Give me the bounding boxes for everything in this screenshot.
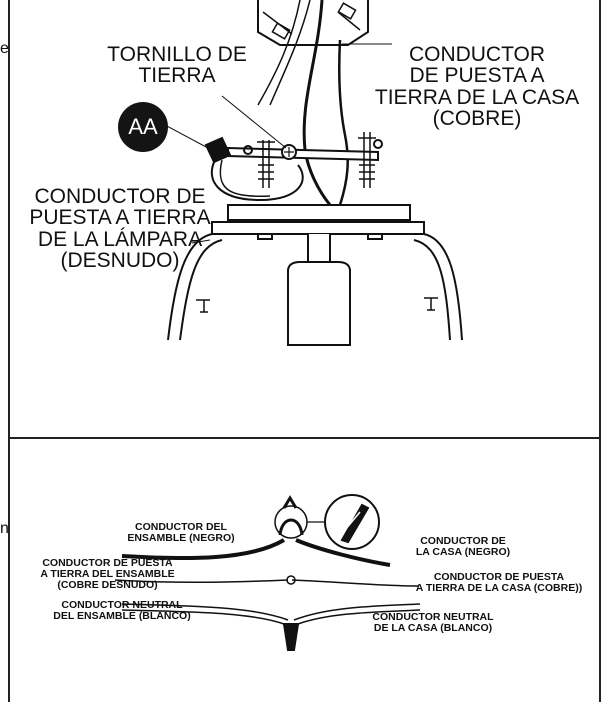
mounting-screws xyxy=(243,132,383,188)
lamp-socket xyxy=(287,261,351,346)
edge-letter-bottom: n xyxy=(0,520,9,537)
label-neutral-casa: CONDUCTOR NEUTRAL DE LA CASA (BLANCO) xyxy=(372,611,494,635)
fixture-canopy xyxy=(227,204,411,221)
label-ensamble-negro: CONDUCTOR DEL ENSAMBLE (NEGRO) xyxy=(127,521,235,545)
house-ground-wire xyxy=(302,0,332,206)
edge-letter-top: e xyxy=(0,40,9,57)
neutral-wire-house xyxy=(293,603,421,621)
black-wire-house xyxy=(295,538,391,567)
ground-wire-house xyxy=(291,579,419,587)
black-wire-assembly xyxy=(121,538,286,561)
ground-wire-assembly xyxy=(114,579,289,584)
label-tornillo-de-tierra: TORNILLO DE TIERRA xyxy=(107,43,247,88)
diagram-frame xyxy=(8,0,601,702)
label-tierra-ensamble: CONDUCTOR DE PUESTA A TIERRA DEL ENSAMBL… xyxy=(40,557,175,592)
neutral-wire-assembly xyxy=(121,603,289,621)
label-conductor-casa: CONDUCTOR DE PUESTA A TIERRA DE LA CASA … xyxy=(374,43,580,131)
panel-divider xyxy=(8,437,599,439)
label-conductor-lampara: CONDUCTOR DE PUESTA A TIERRA DE LA LÁMPA… xyxy=(29,185,211,273)
label-neutral-ensamble: CONDUCTOR NEUTRAL DEL ENSAMBLE (BLANCO) xyxy=(53,599,191,623)
fixture-illustration xyxy=(164,0,463,346)
fixture-ground-wire xyxy=(210,159,304,202)
label-casa-negro: CONDUCTOR DE LA CASA (NEGRO) xyxy=(415,535,511,559)
label-tierra-casa: CONDUCTOR DE PUESTA A TIERRA DE LA CASA … xyxy=(415,571,583,595)
junction-box xyxy=(257,0,369,46)
wire-nut xyxy=(204,136,232,164)
fixture-arms xyxy=(167,233,223,341)
callout-badge-aa: AA xyxy=(118,102,168,152)
wire-nut-neutral xyxy=(282,623,300,651)
